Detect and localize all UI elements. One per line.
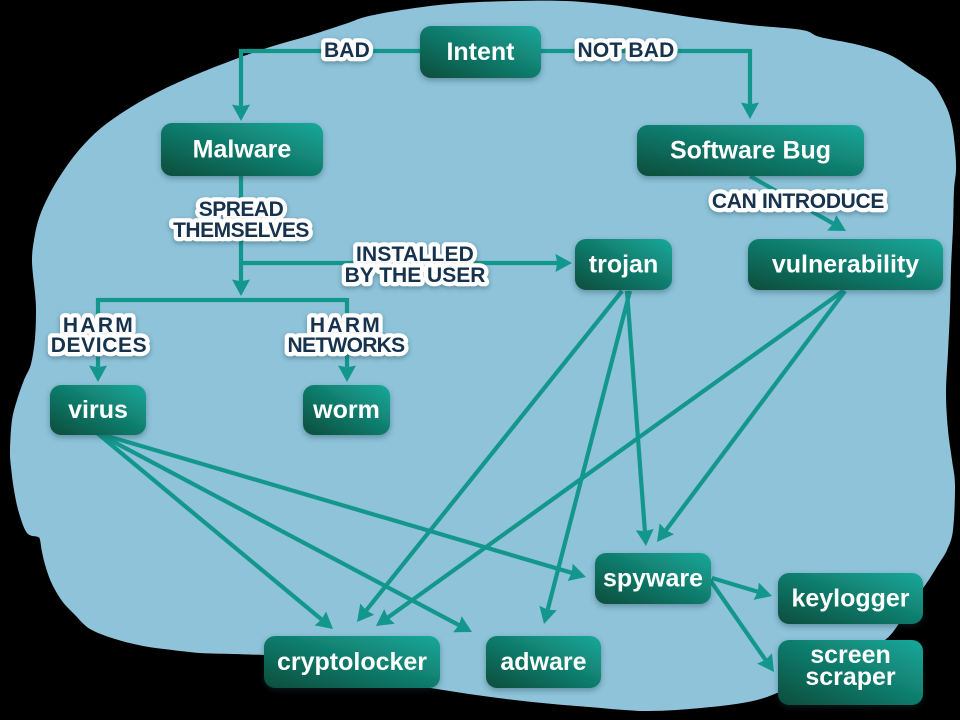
svg-text:worm: worm [312, 396, 380, 424]
svg-text:HARM: HARM [310, 314, 382, 337]
svg-text:HARM: HARM [63, 314, 135, 337]
svg-text:vulnerability: vulnerability [772, 251, 919, 279]
svg-text:spyware: spyware [603, 565, 703, 593]
svg-text:BY THE USER: BY THE USER [345, 264, 486, 287]
svg-text:CAN INTRODUCE: CAN INTRODUCE [712, 190, 885, 213]
svg-text:THEMSELVES: THEMSELVES [173, 219, 309, 242]
svg-text:DEVICES: DEVICES [51, 334, 147, 357]
svg-text:SPREAD: SPREAD [199, 198, 284, 221]
svg-text:Software Bug: Software Bug [670, 137, 831, 165]
svg-text:keylogger: keylogger [791, 585, 909, 613]
svg-text:cryptolocker: cryptolocker [277, 648, 427, 676]
svg-text:INSTALLED: INSTALLED [356, 243, 474, 266]
svg-text:NETWORKS: NETWORKS [288, 334, 406, 357]
svg-text:scraper: scraper [805, 663, 896, 691]
svg-text:adware: adware [500, 648, 586, 676]
svg-text:screen: screen [810, 641, 891, 669]
svg-text:Malware: Malware [193, 136, 292, 164]
svg-text:Intent: Intent [446, 38, 515, 66]
svg-text:virus: virus [68, 396, 128, 424]
svg-text:BAD: BAD [324, 39, 370, 62]
svg-text:trojan: trojan [589, 251, 658, 279]
svg-text:NOT BAD: NOT BAD [577, 39, 674, 62]
